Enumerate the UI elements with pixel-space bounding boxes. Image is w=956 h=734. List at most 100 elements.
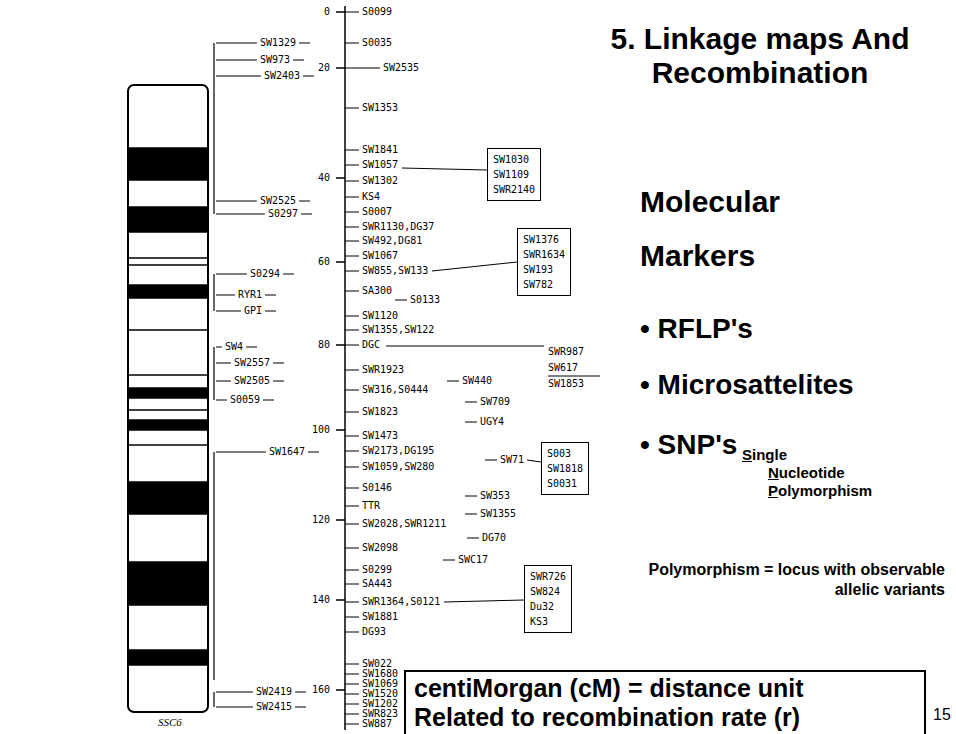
marker-name: SW2557 [234, 357, 270, 369]
leader-line [216, 707, 253, 708]
marker-name: SW1823 [362, 406, 398, 418]
axis-number: 80 [318, 339, 330, 351]
leader-line [447, 381, 459, 382]
slide-text: • SNP's [640, 428, 737, 462]
leader-line [308, 452, 319, 453]
leader-line [345, 412, 359, 413]
leader-line [345, 108, 359, 109]
leader-line [345, 488, 359, 489]
leader-line [345, 714, 359, 715]
leader-line [265, 295, 276, 296]
marker-name: S0059 [230, 394, 260, 406]
marker-name: SW709 [480, 396, 510, 408]
leader-line [345, 291, 359, 292]
marker-name: SW824 [530, 584, 566, 599]
marker-name: S003 [547, 446, 583, 461]
marker-name: S0099 [362, 6, 392, 18]
leader-line [216, 452, 266, 453]
leader-line [299, 43, 310, 44]
leader-line [345, 674, 359, 675]
marker-name: SW1818 [547, 461, 583, 476]
marker-group-box: SWR726SW824Du32KS3 [524, 565, 572, 633]
marker-name: DG70 [482, 532, 506, 544]
marker-name: TTR [362, 500, 380, 512]
leader-line [345, 370, 359, 371]
leader-line [485, 460, 497, 461]
marker-name: SW1376 [523, 232, 565, 247]
leader-line [345, 68, 380, 69]
marker-name: SW1647 [269, 446, 305, 458]
leader-line [216, 43, 257, 44]
leader-line [345, 165, 359, 166]
marker-name: SW2173,DG195 [362, 445, 434, 457]
marker-name: SA443 [362, 578, 392, 590]
leader-line [345, 390, 359, 391]
chromosome-ideogram [128, 85, 208, 712]
leader-line [345, 150, 359, 151]
marker-name: SW2415 [256, 701, 292, 713]
leader-line [465, 402, 477, 403]
leader-line [216, 363, 231, 364]
interval-brackets [213, 43, 214, 707]
marker-name: Du32 [530, 599, 566, 614]
leader-line [345, 451, 359, 452]
leader-line [345, 345, 359, 346]
marker-name: SW1353 [362, 102, 398, 114]
marker-name: S0294 [250, 268, 280, 280]
marker-name: SW2028,SWR1211 [362, 518, 446, 530]
marker-name: UGY4 [480, 416, 504, 428]
leader-line [345, 602, 359, 603]
marker-name: SW4 [225, 341, 243, 353]
leader-line [293, 60, 304, 61]
marker-name: SW1109 [493, 167, 535, 182]
slide-title: 5. Linkage maps And Recombination [605, 22, 915, 90]
leader-line [299, 201, 310, 202]
marker-ticks [216, 12, 497, 724]
marker-name: SWC17 [458, 554, 488, 566]
marker-name: S0133 [410, 294, 440, 306]
slide-text: 15 [933, 706, 951, 724]
marker-name: SW1120 [362, 310, 398, 322]
marker-group-box: S003SW1818S0031 [541, 442, 589, 495]
leader-line [465, 422, 477, 423]
slide-text: SSC6 [158, 716, 182, 729]
leader-line [345, 197, 359, 198]
leader-line [273, 363, 284, 364]
leader-line [295, 707, 306, 708]
leader-line [216, 692, 253, 693]
marker-name: RYR1 [238, 289, 262, 301]
marker-name: S0146 [362, 482, 392, 494]
slide-text: Polymorphism [768, 482, 872, 499]
marker-name: SA300 [362, 285, 392, 297]
marker-name: SW1841 [362, 144, 398, 156]
leader-line [345, 632, 359, 633]
leader-line [345, 256, 359, 257]
leader-line [216, 274, 247, 275]
slide-text: Polymorphism = locus with observable all… [645, 560, 945, 600]
marker-name: DGC [362, 339, 380, 351]
leader-line [216, 60, 257, 61]
marker-name: SW2525 [260, 195, 296, 207]
leader-line [246, 347, 257, 348]
axis-number: 100 [312, 424, 330, 436]
marker-name: SW1853 [548, 378, 584, 390]
leader-line [467, 538, 479, 539]
axis-number: 120 [312, 514, 330, 526]
marker-name: SW1059,SW280 [362, 461, 434, 473]
leader-line [283, 274, 294, 275]
leader-line [216, 347, 222, 348]
marker-name: S0031 [547, 476, 583, 491]
marker-group-box: SW1376SWR1634SW193SW782 [517, 228, 571, 296]
marker-name: SWR1364,S0121 [362, 596, 440, 608]
marker-name: SW1302 [362, 175, 398, 187]
leader-line [345, 548, 359, 549]
leader-line [345, 694, 359, 695]
leader-line [301, 214, 312, 215]
leader-line [345, 330, 359, 331]
marker-name: SW2419 [256, 686, 292, 698]
marker-name: SW492,DG81 [362, 235, 422, 247]
marker-name: SW782 [523, 277, 565, 292]
leader-line [216, 381, 231, 382]
marker-name: SW2505 [234, 375, 270, 387]
